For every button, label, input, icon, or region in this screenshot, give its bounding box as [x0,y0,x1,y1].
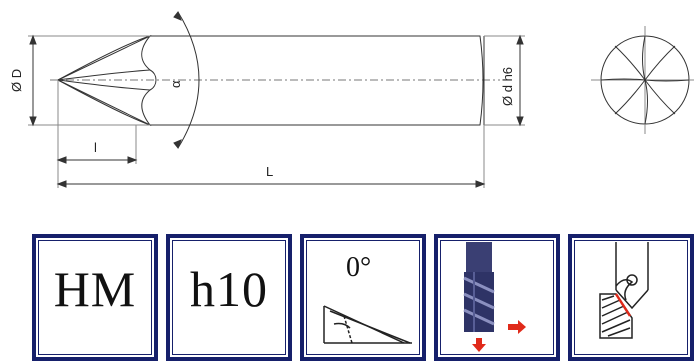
dh6-arrow-bottom [516,116,524,127]
technical-drawing: Ø D α Ø d h6 l L [9,11,694,188]
feed-direction-icon-box [434,234,560,361]
dh6-arrow-top [516,34,524,45]
flute-lower [57,79,152,127]
helix-angle-icon [323,305,412,344]
chamfer-edge [614,293,632,317]
right-arrow-icon [508,324,518,330]
material-label: HM [53,261,137,317]
L-arrow-left [56,180,67,188]
tolerance-label: h10 [190,261,268,317]
end-view [591,26,694,134]
overall-length-label: L [266,164,273,179]
down-arrow-icon [476,338,482,346]
L-arrow-right [475,180,486,188]
material-icon-box: HM [32,234,158,361]
l-arrow-right [127,156,138,164]
angle-arc [177,11,200,149]
helix-angle-label: 0° [346,252,372,283]
chamfer-application-icon [599,242,649,339]
diameter-D-label: Ø D [9,69,24,92]
d-arrow-top [29,34,37,45]
angle-arrow-top [173,11,182,21]
end-mill-feed-icon [463,242,526,352]
l-arrow-left [56,156,67,164]
tolerance-icon-box: h10 [166,234,292,361]
angle-arrow-bottom [173,139,182,149]
d-arrow-bottom [29,116,37,127]
shank-outline [150,35,484,126]
angle-label: α [168,80,183,88]
cone-outline [57,35,151,126]
chamfer-application-icon-box [568,234,694,361]
flute-mid [149,69,157,91]
helix-angle-icon-box: 0° [300,234,426,361]
shank-diameter-label: Ø d h6 [500,67,515,106]
flute-upper [57,35,152,81]
cutting-length-label: l [94,140,97,155]
